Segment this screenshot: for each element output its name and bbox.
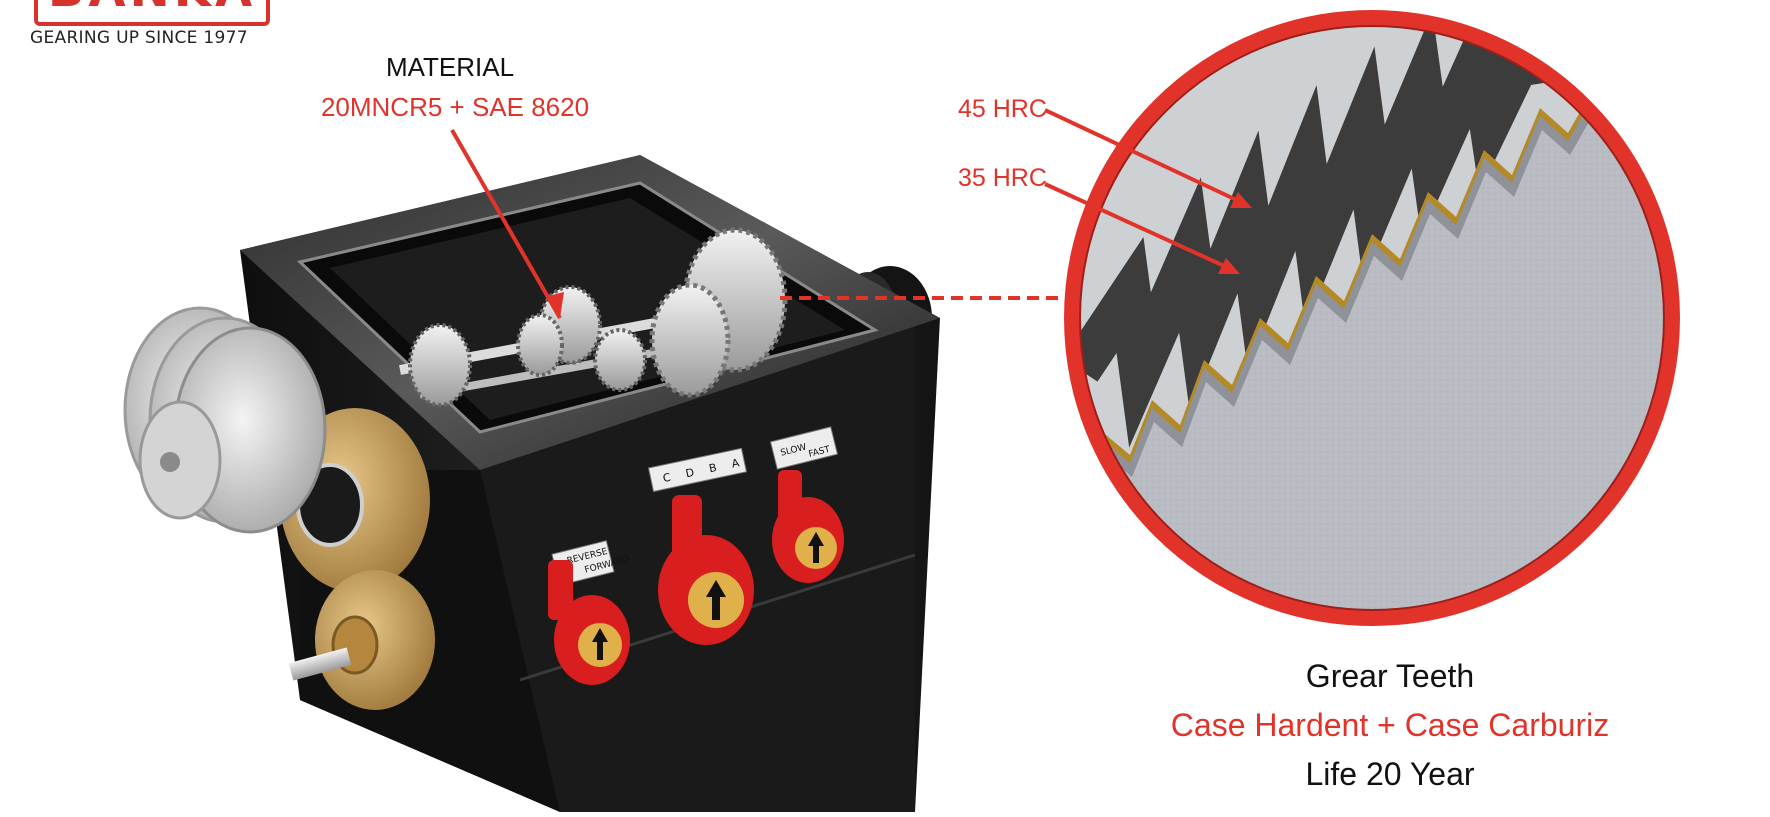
internal-gears (408, 227, 788, 407)
arrow-up-icon (592, 628, 608, 660)
arrow-up-icon (706, 580, 726, 620)
material-pointer-arrowhead (548, 292, 564, 318)
core-material (1072, 106, 1672, 618)
material-title: MATERIAL (385, 52, 515, 82)
material-value: 20MNCR5 + SAE 8620 (320, 92, 590, 122)
hardness-35-pointer (1044, 182, 1234, 272)
hardness-45-pointer (1044, 108, 1246, 206)
caption-treatment: Case Hardent + Case Carburiz (1170, 707, 1610, 743)
lever-speed: SLOW FAST (769, 426, 844, 583)
arrow-up-icon (808, 532, 824, 563)
lever-gear-select: C D B A (647, 447, 754, 645)
logo-wordmark: BANKA (38, 0, 266, 14)
gearbox: REVERSE FORWARD C D B A SLOW FAST (123, 155, 940, 812)
output-shaft (288, 647, 352, 681)
brand-tagline: GEARING UP SINCE 1977 (30, 28, 248, 48)
caption-title: Grear Teeth (1305, 658, 1475, 694)
brand-logo: BANKA GEARING UP SINCE 1977 (30, 0, 270, 50)
material-pointer-line (450, 129, 562, 319)
caption-life: Life 20 Year (1305, 756, 1475, 792)
gear-teeth-zoom (1064, 10, 1680, 626)
zoom-frame-ring (1064, 10, 1680, 626)
hardness-label-45: 45 HRC (958, 95, 1047, 123)
tooth-side-faces (1072, 18, 1571, 448)
hardness-label-35: 35 HRC (958, 164, 1047, 192)
v-belt-pulley (123, 306, 327, 534)
lever-direction: REVERSE FORWARD (548, 540, 631, 685)
logo-frame: BANKA (34, 0, 270, 26)
